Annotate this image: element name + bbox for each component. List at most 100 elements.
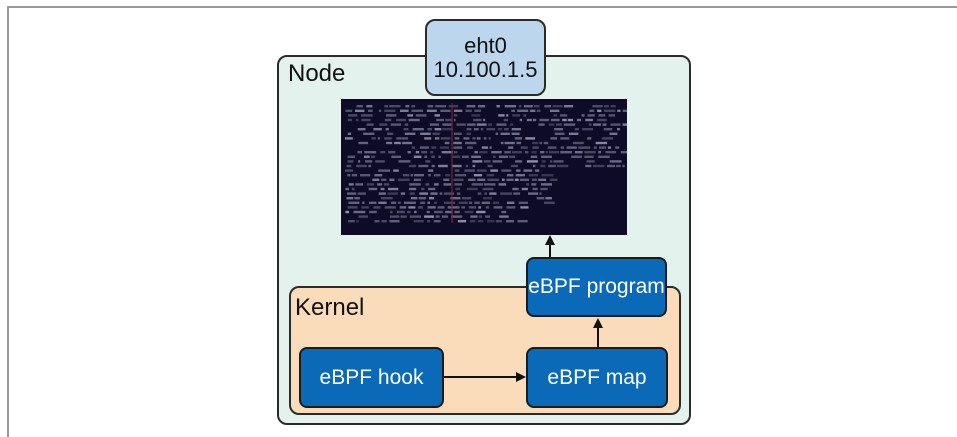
terminal-text-fragment (477, 220, 484, 223)
terminal-text-fragment (368, 109, 373, 112)
ebpf-program-box: eBPF program (526, 257, 667, 317)
terminal-text-fragment (386, 141, 393, 145)
terminal-text-fragment (483, 197, 492, 200)
terminal-text-fragment (411, 146, 416, 149)
terminal-text-fragment (504, 141, 515, 145)
terminal-text-fragment (356, 164, 367, 168)
terminal-text-fragment (384, 109, 396, 112)
terminal-text-fragment (604, 105, 609, 108)
terminal-text-fragment (511, 109, 515, 112)
terminal-text-fragment (424, 215, 434, 218)
terminal-text-fragment (358, 160, 361, 163)
terminal-text-fragment (550, 137, 558, 140)
terminal-text-fragment (510, 164, 518, 168)
terminal-text-fragment (495, 220, 502, 223)
terminal-text-fragment (427, 128, 432, 131)
terminal-text-fragment (378, 169, 391, 172)
terminal-text-fragment (574, 151, 583, 154)
terminal-text-fragment (452, 155, 461, 158)
terminal-text-fragment (490, 169, 498, 172)
terminal-text-fragment (447, 206, 460, 209)
figure-frame-left (7, 6, 9, 437)
terminal-text-fragment (380, 187, 385, 191)
terminal-text-fragment (348, 220, 355, 223)
terminal-text-fragment (428, 174, 431, 177)
terminal-text-fragment (499, 215, 509, 218)
terminal-text-fragment (563, 123, 576, 126)
terminal-text-fragment (397, 201, 401, 204)
terminal-text-fragment (413, 220, 424, 223)
terminal-text-fragment (550, 118, 560, 122)
terminal-text-fragment (434, 128, 442, 131)
terminal-text-fragment (498, 114, 505, 117)
terminal-text-fragment (407, 114, 414, 117)
terminal-text-fragment (598, 155, 610, 158)
terminal-text-fragment (451, 215, 463, 218)
terminal-text-fragment (622, 164, 625, 168)
terminal-text-fragment (553, 114, 557, 117)
terminal-text-fragment (439, 146, 449, 149)
terminal-text-fragment (506, 206, 516, 209)
terminal-text-fragment (545, 197, 552, 200)
terminal-text-fragment (467, 123, 476, 126)
terminal-text-fragment (435, 105, 446, 108)
terminal-text-fragment (509, 155, 515, 158)
terminal-text-fragment (434, 183, 439, 186)
terminal-text-fragment (453, 146, 463, 149)
terminal-text-fragment (441, 151, 453, 154)
terminal-text-fragment (345, 187, 349, 191)
terminal-text-fragment (540, 164, 546, 168)
terminal-text-fragment (415, 114, 427, 117)
terminal-text-fragment (404, 132, 416, 135)
terminal-text-fragment (556, 123, 562, 126)
terminal-text-fragment (465, 141, 477, 145)
terminal-text-fragment (368, 164, 371, 168)
terminal-text-fragment (454, 174, 467, 177)
terminal-text-fragment (374, 174, 383, 177)
terminal-text-fragment (442, 123, 452, 126)
terminal-text-fragment (479, 151, 488, 154)
terminal-text-fragment (536, 197, 545, 200)
terminal-text-fragment (346, 164, 352, 168)
terminal-text-fragment (443, 183, 452, 186)
terminal-text-fragment (427, 201, 430, 204)
terminal-text-fragment (585, 164, 592, 168)
terminal-text-fragment (466, 187, 478, 191)
terminal-text-fragment (445, 174, 451, 177)
terminal-text-fragment (430, 151, 434, 154)
terminal-text-fragment (383, 183, 390, 186)
terminal-text-fragment (389, 215, 400, 218)
terminal-text-fragment (348, 201, 360, 204)
terminal-text-fragment (354, 197, 360, 200)
terminal-text-fragment (589, 109, 595, 112)
terminal-text-fragment (400, 215, 407, 218)
terminal-cursor-column (451, 103, 453, 223)
terminal-text-fragment (410, 174, 413, 177)
terminal-text-fragment (534, 169, 540, 172)
terminal-text-fragment (581, 114, 585, 117)
terminal-text-fragment (347, 206, 358, 209)
terminal-text-fragment (456, 192, 461, 195)
terminal-text-fragment (348, 114, 358, 117)
terminal-text-fragment (444, 201, 456, 204)
terminal-text-fragment (481, 201, 490, 204)
terminal-text-fragment (582, 128, 594, 131)
terminal-text-fragment (385, 128, 389, 131)
terminal-text-fragment (540, 151, 545, 154)
terminal-text-fragment (393, 169, 399, 172)
terminal-text-fragment (511, 132, 520, 135)
terminal-text-fragment (532, 118, 537, 122)
terminal-text-fragment (388, 151, 396, 154)
terminal-text-fragment (453, 114, 458, 117)
terminal-text-fragment (502, 178, 505, 181)
terminal-text-fragment (373, 128, 382, 131)
terminal-text-fragment (346, 197, 354, 200)
terminal-text-fragment (431, 155, 435, 158)
terminal-text-fragment (541, 174, 554, 177)
terminal-text-fragment (419, 192, 428, 195)
terminal-text-fragment (598, 114, 606, 117)
terminal-text-fragment (420, 132, 431, 135)
terminal-text-fragment (473, 118, 482, 122)
terminal-text-fragment (504, 105, 516, 108)
terminal-text-fragment (488, 137, 491, 140)
